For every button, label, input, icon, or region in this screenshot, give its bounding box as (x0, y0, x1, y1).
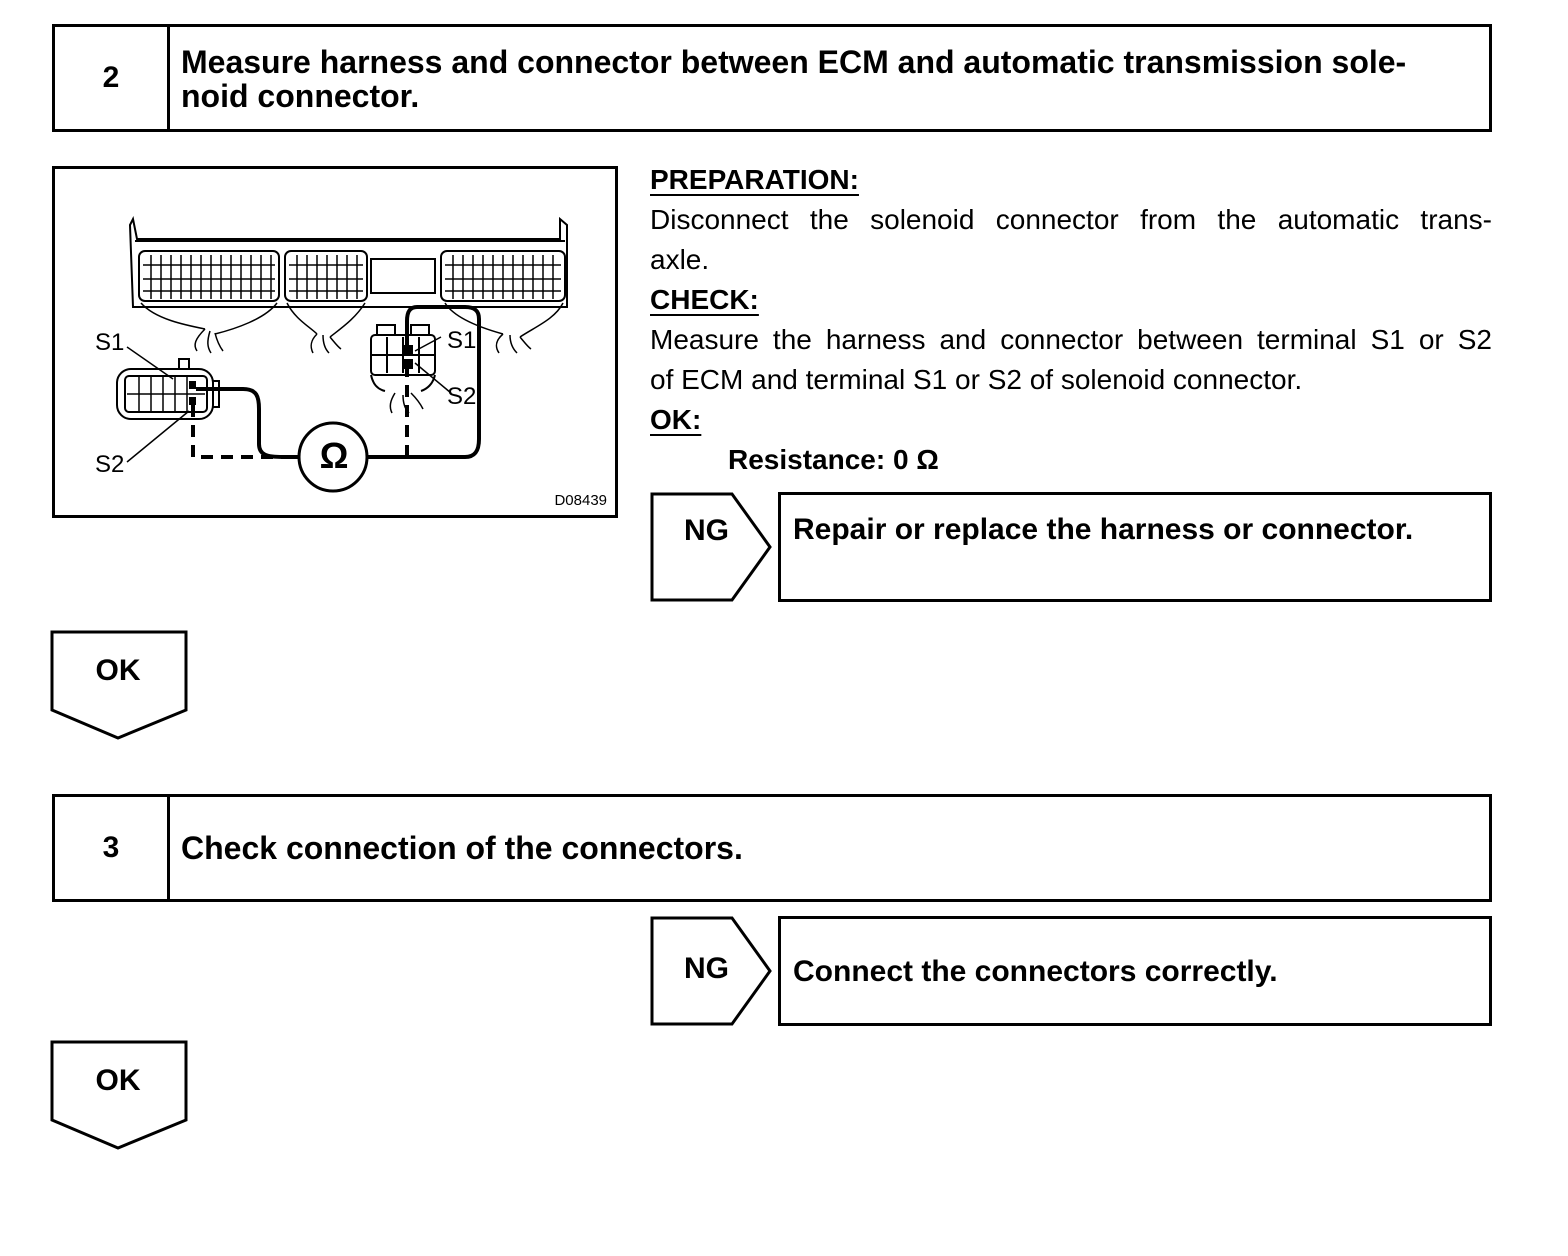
ok-heading: OK: (650, 404, 702, 435)
preparation-line-1: Disconnect the solenoid connector from t… (650, 204, 1492, 235)
ng-label: NG (684, 514, 729, 547)
ecm-connector-illustration (116, 215, 568, 493)
check-line-1: Measure the harness and connector betwee… (650, 324, 1492, 355)
ok-label: OK (95, 1064, 141, 1097)
figure-code: D08439 (554, 492, 607, 509)
ok-label: OK (95, 654, 141, 687)
ohmmeter-icon (297, 421, 369, 493)
ng-arrow-icon (650, 492, 772, 602)
instructions: PREPARATION: Disconnect the solenoid con… (650, 160, 1492, 480)
preparation-heading: PREPARATION: (650, 164, 859, 195)
step-number: 2 (55, 27, 170, 129)
step-number: 3 (55, 797, 170, 899)
step-title: Measure harness and connector between EC… (181, 45, 1469, 113)
ng-action-box: Connect the connectors correctly. (778, 916, 1492, 1026)
check-heading: CHECK: (650, 284, 759, 315)
label-s2-left: S2 (95, 451, 125, 478)
label-s1-right: S1 (447, 327, 477, 354)
step-3-header: 3 Check connection of the connectors. (52, 794, 1492, 902)
wiring-diagram: S1 S2 S1 S2 Ω D08439 (52, 166, 618, 518)
step-title-line-2: noid connector. (181, 78, 420, 114)
check-line-2: of ECM and terminal S1 or S2 of solenoid… (650, 364, 1303, 395)
label-s2-right: S2 (447, 383, 477, 410)
ng-action-text: Repair or replace the harness or connect… (793, 513, 1414, 546)
ng-arrow-icon (650, 916, 772, 1026)
step-title-line-1: Measure harness and connector between EC… (181, 44, 1407, 80)
step-2-header: 2 Measure harness and connector between … (52, 24, 1492, 132)
ok-value: Resistance: 0 Ω (728, 444, 939, 475)
preparation-line-2: axle. (650, 244, 710, 275)
ng-action-box: Repair or replace the harness or connect… (778, 492, 1492, 602)
ohmmeter-symbol: Ω (319, 435, 349, 476)
label-s1-left: S1 (95, 329, 125, 356)
ng-action-text: Connect the connectors correctly. (793, 955, 1278, 988)
step-title: Check connection of the connectors. (181, 830, 743, 866)
ng-label: NG (684, 952, 729, 985)
ok-arrow-icon (50, 1040, 188, 1150)
ok-arrow-icon (50, 630, 188, 740)
